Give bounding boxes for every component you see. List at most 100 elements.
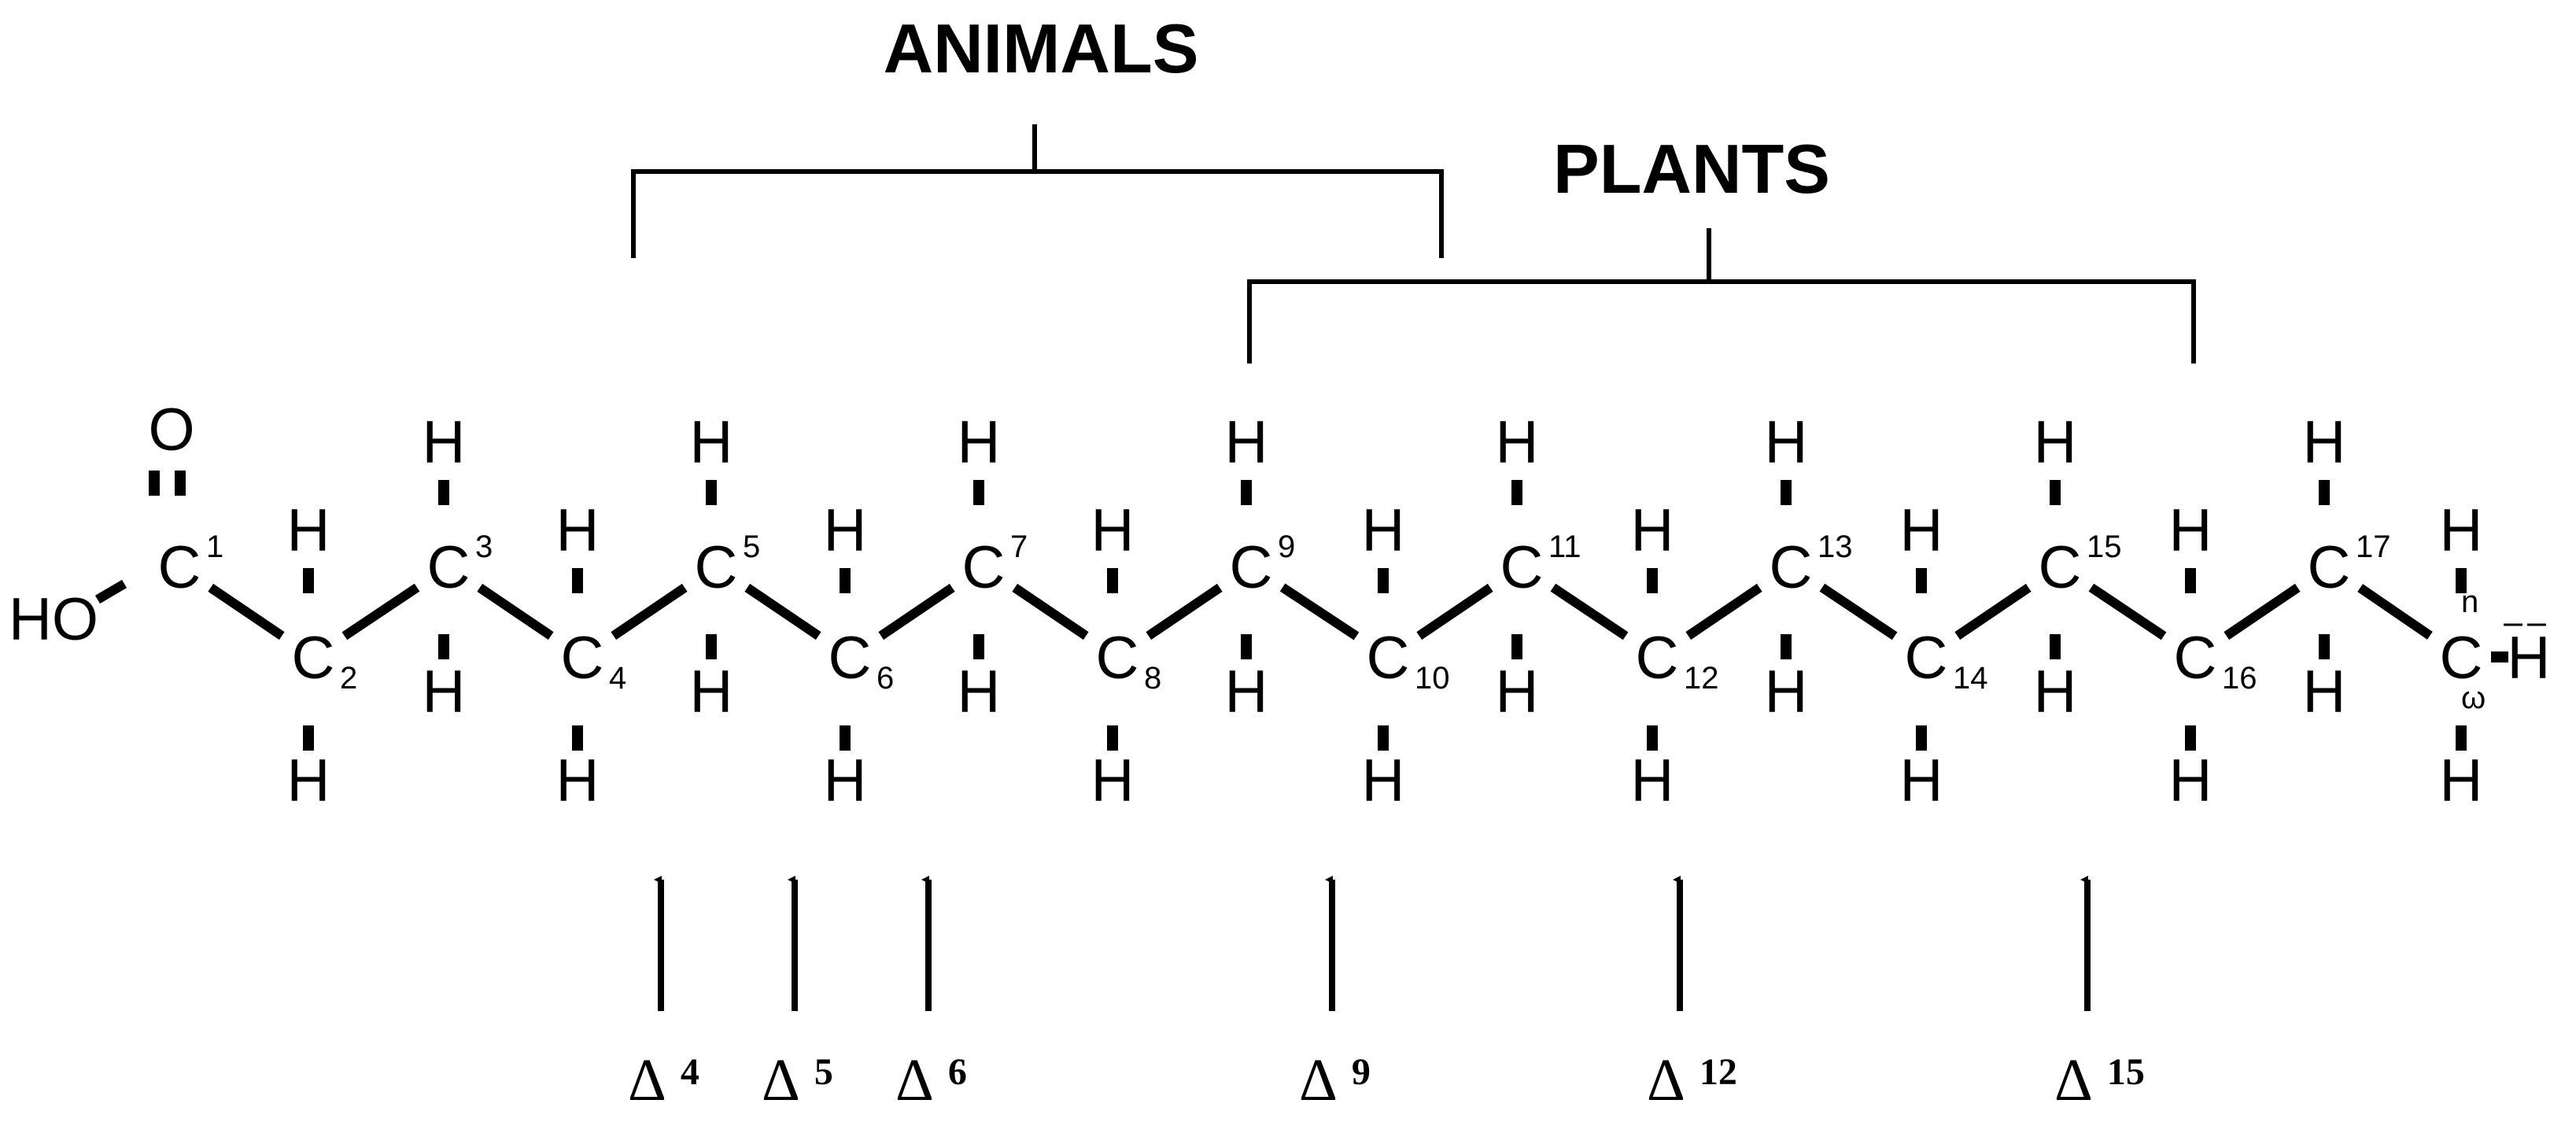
hydrogen-atom: H [2303, 409, 2346, 476]
carbon-atom: C [1230, 534, 1273, 601]
carbon-locant: 3 [475, 530, 493, 564]
hydrogen-atom: H [1631, 497, 1674, 564]
carbon-locant: 6 [877, 661, 894, 696]
hydrogen-atom: H [423, 659, 466, 725]
chain-bond [341, 583, 420, 640]
hydrogen-atom: H [690, 409, 733, 476]
chain-bond [1279, 583, 1360, 640]
hydrogen-atom: H [1631, 747, 1674, 814]
chain-bond [208, 583, 285, 640]
chain-bond [2088, 583, 2167, 640]
chain-bond [1416, 583, 1493, 640]
n-label: n [2461, 585, 2478, 619]
omega-methyl-group: n ω [2461, 585, 2546, 715]
hydrogen-atom: H [2303, 659, 2346, 725]
hydrogen-atom: H [1900, 497, 1943, 564]
hydrogen-atom: H [2440, 747, 2483, 814]
hydrogen-atom: H [824, 497, 867, 564]
hydrogen-atom: H [1765, 659, 1808, 725]
hydrogen-atom: H [2440, 497, 2483, 564]
hydrogen-atom: H [1765, 409, 1808, 476]
carbon-locant: 2 [340, 661, 357, 696]
hydrogen-atom: H [1225, 409, 1268, 476]
chain-bond [744, 583, 821, 640]
carbon-atom: C [962, 534, 1006, 601]
chain-bond [1685, 583, 1762, 640]
plants-bracket: PLANTS [1247, 130, 2196, 364]
carbon-locant: 17 [2356, 530, 2391, 564]
oxygen-atom: O [148, 397, 194, 463]
chain-bond [1819, 583, 1898, 640]
carbon-atom: C [1096, 625, 1139, 692]
hydrogen-atom: H [1091, 497, 1135, 564]
hydrogen-atom: H [1496, 409, 1539, 476]
carbon-locant: 11 [1548, 530, 1581, 564]
hydrogen-atom: H [2034, 659, 2077, 725]
carbon-locant: 15 [2087, 530, 2122, 564]
hydroxyl-group: HO [9, 586, 98, 653]
carbon-locant: 16 [2222, 661, 2257, 696]
carbon-locant: 13 [1818, 530, 1853, 564]
carbon-chain-bonds [208, 583, 2433, 640]
plants-label: PLANTS [1553, 130, 1830, 208]
carbon-locant: 5 [743, 530, 760, 564]
carbon-atom: C [427, 534, 471, 601]
carboxyl-group: O HO [9, 397, 195, 653]
carbon-atom: C [2308, 534, 2351, 601]
carbon-atom: C [292, 625, 335, 692]
chain-bond [878, 583, 955, 640]
carbon-locant: 7 [1010, 530, 1028, 564]
animals-label: ANIMALS [884, 9, 1199, 87]
hydrogen-atom: H [2169, 747, 2212, 814]
carbon-locant: 1 [206, 530, 223, 564]
chain-bond [1954, 583, 2032, 640]
animals-bracket: ANIMALS [631, 9, 1444, 258]
chain-bond [1012, 583, 1089, 640]
hydrogen-atom: H [1091, 747, 1135, 814]
hydrogen-atom: H [1362, 747, 1405, 814]
carbon-atom: C [695, 534, 738, 601]
carbon-atom: C [1636, 625, 1679, 692]
hydrogen-atom: H [556, 497, 600, 564]
hydrogen-atom: H [2508, 625, 2551, 692]
chain-bond [611, 583, 688, 640]
hydrogen-atom: H [556, 747, 600, 814]
carbon-atom: C [1367, 625, 1410, 692]
carbon-atom: C [1770, 534, 1813, 601]
carbon-locant: 12 [1684, 661, 1719, 696]
hydrogen-atom: H [958, 659, 1001, 725]
hydrogen-atom: H [2169, 497, 2212, 564]
carbon-locant: 10 [1415, 661, 1450, 696]
carbon-locant: 8 [1144, 661, 1161, 696]
chain-bond [2357, 584, 2433, 640]
carbon-atom: C [1905, 625, 1948, 692]
hydrogen-atom: H [958, 409, 1001, 476]
hydrogen-atom: H [1362, 497, 1405, 564]
hydrogen-atom: H [287, 747, 330, 814]
hydrogen-atom: H [824, 747, 867, 814]
hydrogen-atom: H [423, 409, 466, 476]
hydrogen-atom: H [1496, 659, 1539, 725]
omega-label: ω [2461, 681, 2486, 715]
hydrogen-atom: H [1225, 659, 1268, 725]
carbon-atom: C [158, 534, 201, 601]
hydrogen-atom: H [690, 659, 733, 725]
hydrogen-atom: H [2034, 409, 2077, 476]
carbon-atom: C [1500, 534, 1544, 601]
carbon-atom: C [2440, 625, 2483, 692]
carbon-locant: 9 [1278, 530, 1295, 564]
carbon-locant: 4 [609, 661, 626, 696]
carbon-atom: C [2039, 534, 2082, 601]
carbon-atom: C [2174, 625, 2217, 692]
chain-bond [477, 583, 554, 640]
chain-bond [1550, 583, 1629, 640]
